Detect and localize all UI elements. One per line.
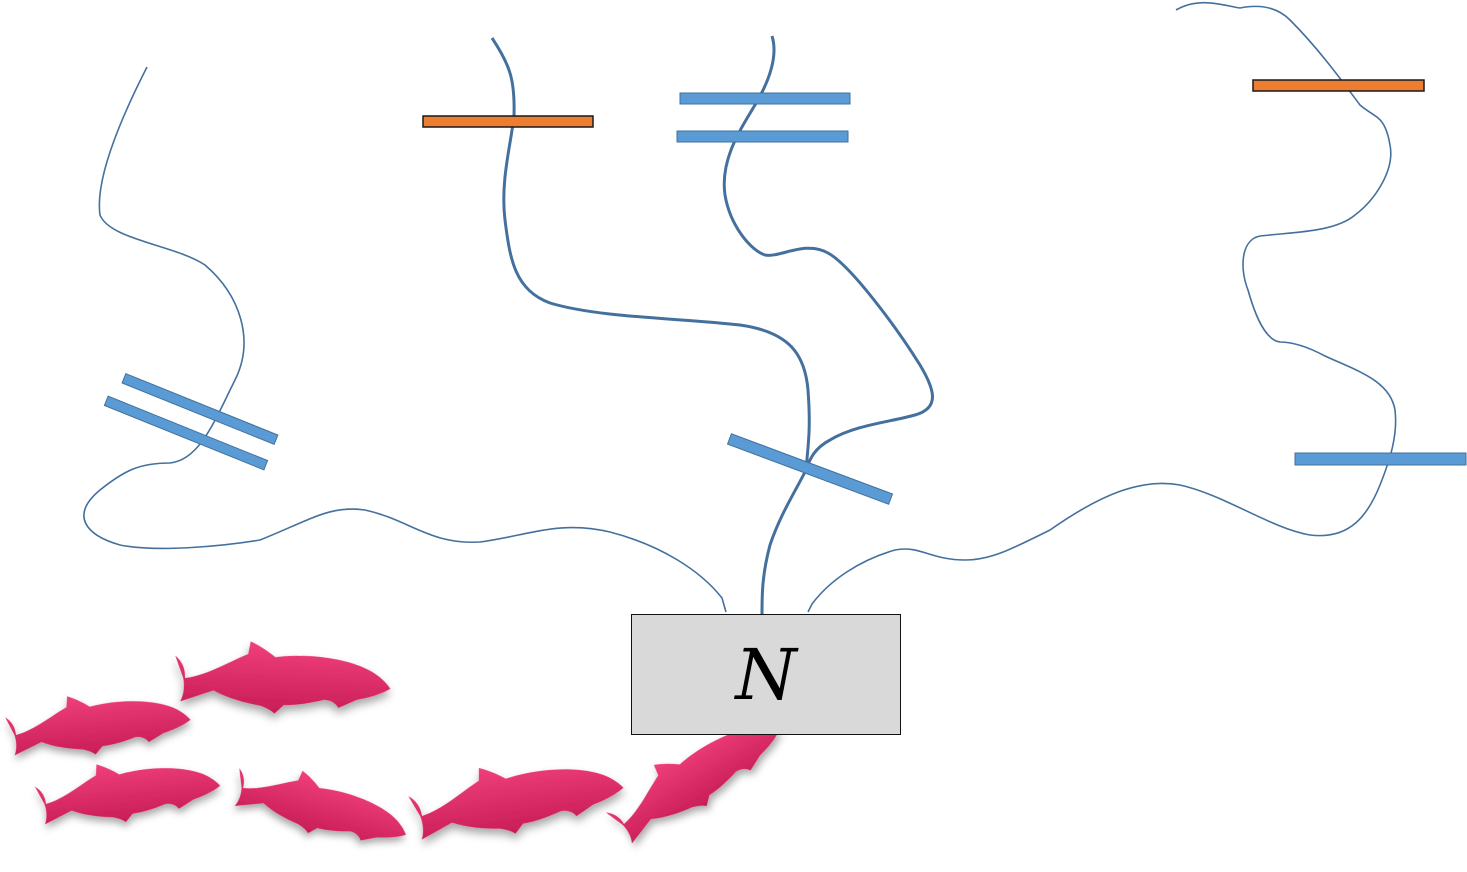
stream-main-stem bbox=[760, 469, 808, 615]
stream-left-branch bbox=[83, 66, 727, 613]
impassable-barriers bbox=[422, 79, 1425, 128]
node-label: N bbox=[735, 633, 797, 716]
fish-icon bbox=[172, 637, 393, 720]
barrier-blue-right bbox=[1294, 452, 1467, 466]
barrier-blue-junction bbox=[726, 433, 894, 505]
barrier-blue-top-lower bbox=[676, 130, 849, 143]
barrier-blue-left-lower bbox=[103, 395, 269, 471]
outlet-node-box: N bbox=[631, 614, 901, 735]
barrier-blue-left-upper bbox=[121, 372, 279, 446]
fish-icon bbox=[227, 753, 416, 860]
passable-barriers bbox=[103, 92, 1467, 505]
fish-icon bbox=[405, 748, 628, 848]
fish-icon bbox=[33, 751, 223, 832]
barrier-blue-top-upper bbox=[679, 92, 851, 105]
barrier-orange-center bbox=[422, 115, 594, 128]
stream-center-left-branch bbox=[490, 37, 811, 471]
stream-right-branch bbox=[807, 1, 1397, 613]
fish-icon bbox=[3, 685, 193, 763]
barrier-orange-right bbox=[1252, 79, 1425, 92]
